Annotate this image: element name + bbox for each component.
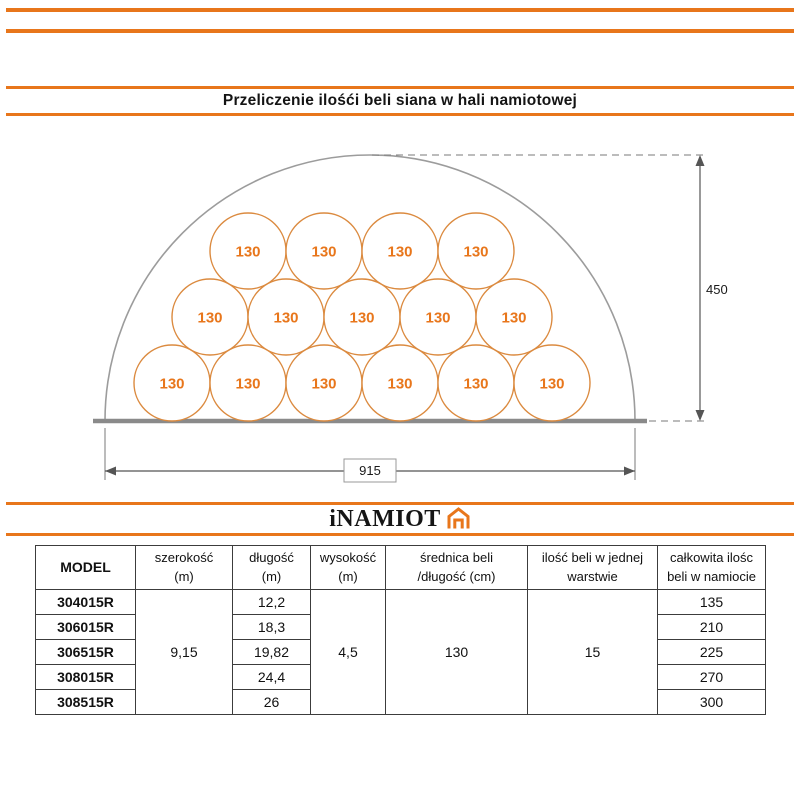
col-header-srednica: średnica beli/długość (cm) — [385, 545, 528, 590]
table-row: 306015R 18,3 210 — [35, 614, 766, 640]
cell-srednica-merged: 130 — [385, 589, 528, 715]
cell-model: 308515R — [35, 689, 136, 715]
hay-bale-diameter-label: 130 — [387, 244, 412, 261]
col-header-dlugosc: długość (m) — [232, 545, 311, 590]
hay-bale-circle — [475, 278, 553, 356]
cell-calkowita: 210 — [657, 614, 766, 640]
hay-bale-circle — [513, 344, 591, 422]
hay-bale-diameter-label: 130 — [197, 310, 222, 327]
col-header-szerokosc-line2: (m) — [174, 568, 194, 584]
logo-divider: iNAMIOT — [6, 502, 794, 536]
cell-dlugosc: 12,2 — [232, 589, 311, 615]
cell-dlugosc: 26 — [232, 689, 311, 715]
hay-bale-diameter-label: 130 — [425, 310, 450, 327]
table-row: 308015R 24,4 270 — [35, 664, 766, 690]
col-header-szerokosc-line1: szerokość — [154, 549, 214, 565]
height-dim-arrow-bottom — [695, 410, 705, 421]
cell-calkowita: 225 — [657, 639, 766, 665]
table-header-row: MODEL szerokość (m) długość (m) wysokość (m… — [35, 545, 766, 590]
cell-wysokosc-merged: 4,5 — [310, 589, 386, 715]
spec-table: MODEL szerokość (m) długość (m) wysokość (m… — [35, 545, 766, 715]
table-row: 304015R 9,15 12,2 4,5 130 15 135 — [35, 589, 766, 715]
hay-bale-diameter-label: 130 — [159, 376, 184, 393]
col-header-model: MODEL — [35, 545, 136, 590]
col-header-ilosc-line1: ilość beli w jednej — [541, 549, 644, 565]
col-header-wysokosc-line2: (m) — [338, 568, 358, 584]
hay-bale-diameter-label: 130 — [235, 244, 260, 261]
page-title: Przeliczenie ilośći beli siana w hali na… — [222, 92, 578, 109]
height-dimension-label: 450 — [706, 282, 728, 297]
col-header-calkowita: całkowita ilośc beli w namiocie — [657, 545, 766, 590]
width-dimension: 915 — [104, 428, 636, 483]
col-header-calkowita-line2: beli w namiocie — [667, 568, 756, 584]
house-door — [453, 518, 464, 529]
col-header-dlugosc-line2: (m) — [261, 568, 282, 584]
cell-model: 308015R — [35, 664, 136, 690]
table-row: 308515R 26 300 — [35, 689, 766, 715]
hay-bale-diameter-label: 130 — [235, 376, 260, 393]
col-header-calkowita-line1: całkowita ilośc — [669, 549, 754, 565]
col-header-srednica-line1: średnica beli — [420, 549, 493, 565]
table-row: 306515R 19,82 225 — [35, 639, 766, 665]
hay-bale-diameter-label: 130 — [463, 376, 488, 393]
top-divider-line-2 — [6, 29, 794, 33]
title-bar: Przeliczenie ilośći beli siana w hali na… — [6, 86, 794, 116]
col-header-dlugosc-line1: długość — [249, 549, 294, 565]
width-label-box — [343, 458, 397, 483]
height-dimension: 450 — [695, 155, 728, 421]
col-header-ilosc-line2: warstwie — [567, 568, 618, 584]
col-header-wysokosc: wysokość (m) — [310, 545, 386, 590]
hay-bale-diameter-label: 130 — [387, 376, 412, 393]
col-header-ilosc: ilość beli w jednej warstwie — [527, 545, 658, 590]
cell-calkowita: 135 — [657, 589, 766, 615]
cell-model: 306015R — [35, 614, 136, 640]
cell-dlugosc: 19,82 — [232, 639, 311, 665]
cell-dlugosc: 18,3 — [232, 614, 311, 640]
width-dim-arrow-left — [105, 466, 116, 476]
col-header-wysokosc-line1: wysokość — [319, 549, 377, 565]
hay-bale-diameter-label: 130 — [311, 244, 336, 261]
house-outline — [447, 507, 470, 529]
inamiot-logo-text: iNAMIOT — [329, 506, 441, 532]
tent-cross-section-svg: 130 130 130 130 130 130 130 130 130 130 130 130 130 1… — [93, 154, 728, 483]
top-divider-line-1 — [6, 8, 794, 12]
cell-ilosc-merged: 15 — [527, 589, 658, 715]
hay-bale-diameter-label: 130 — [311, 376, 336, 393]
cell-model: 306515R — [35, 639, 136, 665]
hay-bale-diameter-label: 130 — [539, 376, 564, 393]
hay-bale-diameter-label: 130 — [501, 310, 526, 327]
hay-bales-group: 130 130 130 130 130 130 130 130 130 130 130 130 130 1… — [133, 212, 591, 422]
cell-calkowita: 270 — [657, 664, 766, 690]
hay-bale-circle — [437, 212, 515, 290]
cell-calkowita: 300 — [657, 689, 766, 715]
hay-bale-diameter-label: 130 — [273, 310, 298, 327]
tent-arch-outline — [104, 154, 636, 422]
hay-bale-diameter-label: 130 — [349, 310, 374, 327]
col-header-szerokosc: szerokość (m) — [135, 545, 233, 590]
cell-dlugosc: 24,4 — [232, 664, 311, 690]
tent-diagram: 130 130 130 130 130 130 130 130 130 130 130 130 130 1… — [0, 140, 800, 495]
width-dimension-label: 915 — [359, 463, 381, 478]
tent-house-icon — [447, 507, 470, 529]
hay-bale-diameter-label: 130 — [463, 244, 488, 261]
height-dim-arrow-top — [695, 155, 705, 166]
cell-szerokosc-merged: 9,15 — [135, 589, 233, 715]
cell-model: 304015R — [35, 589, 136, 615]
col-header-srednica-line2: /długość (cm) — [417, 568, 496, 584]
width-dim-arrow-right — [624, 466, 635, 476]
